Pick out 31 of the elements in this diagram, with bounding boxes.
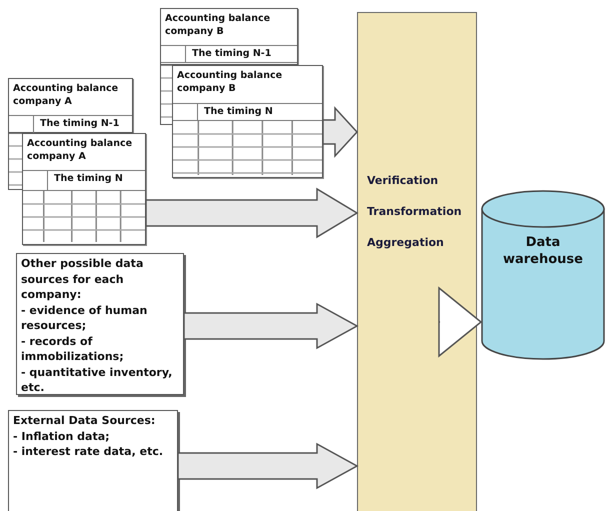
source-box (16, 253, 184, 395)
balance-table (22, 133, 146, 245)
source-text: External Data Sources: (13, 413, 156, 428)
processing-column (357, 12, 477, 511)
process-step: Verification (367, 173, 475, 188)
block-arrow (177, 442, 359, 490)
block-arrow (438, 286, 482, 358)
source-text: - evidence of human resources; (21, 302, 148, 334)
table-subtitle: The timing N-1 (39, 117, 120, 131)
block-arrow (145, 188, 358, 238)
block-arrow (322, 106, 358, 158)
table-title: Accounting balance company A (23, 134, 145, 171)
table-subtitle: The timing N (203, 105, 273, 119)
process-step: Transformation (367, 204, 475, 219)
table-title: Accounting balance company B (173, 66, 322, 104)
table-subtitle: The timing N (53, 172, 123, 186)
source-text: - records of immobilizations; (21, 334, 125, 364)
source-text: Other possible data sources for each company: (21, 256, 144, 302)
source-text: - Inflation data; (13, 428, 111, 444)
balance-table (8, 78, 133, 133)
process-step: Aggregation (367, 235, 475, 250)
source-text: - quantitative inventory, etc. (21, 364, 174, 396)
balance-table (172, 65, 323, 178)
table-title: Accounting balance company B (161, 9, 297, 46)
source-text: - interest rate data, etc. (13, 444, 164, 460)
table-title: Accounting balance company A (9, 79, 132, 116)
table-subtitle: The timing N-1 (191, 47, 272, 61)
balance-table (160, 8, 298, 65)
source-box (8, 410, 178, 511)
database-label: Data warehouse (502, 234, 584, 268)
block-arrow (183, 302, 359, 350)
